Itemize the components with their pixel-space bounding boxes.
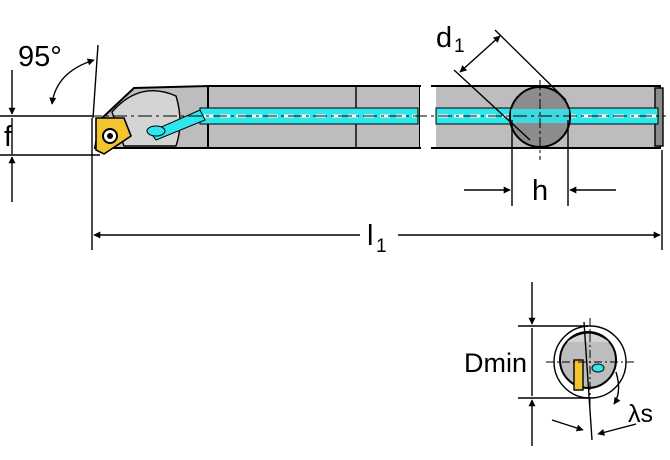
l1-label: l <box>367 220 373 252</box>
d1-label: d <box>436 22 452 54</box>
d1-arrow <box>459 35 501 73</box>
lambda-arrow-right <box>597 423 637 436</box>
end-view-flat <box>565 332 611 343</box>
lambda-label: λs <box>628 400 653 428</box>
end-view <box>546 318 636 441</box>
angle-ref-line <box>92 44 99 119</box>
insert-screw-center <box>107 133 113 139</box>
dmin-label: Dmin <box>464 348 527 378</box>
lambda-arrow-left <box>551 419 584 432</box>
angle-label: 95° <box>18 41 62 73</box>
d1-ext-line <box>494 29 567 101</box>
end-view-coolant <box>591 363 605 373</box>
f-label: f <box>4 121 13 153</box>
lambda-ref-line <box>583 321 593 441</box>
end-view-dimensions <box>518 282 637 446</box>
shank-white-cover <box>420 87 436 147</box>
h-label: h <box>532 175 548 207</box>
end-view-insert <box>573 359 584 391</box>
d1-ext-line-2 <box>453 69 531 141</box>
lambda-arc <box>613 371 621 405</box>
d1-subscript: 1 <box>454 36 465 57</box>
side-view <box>88 80 666 160</box>
angle-arc <box>49 58 95 105</box>
coolant-outlet <box>146 125 166 137</box>
dimensions <box>0 29 663 250</box>
l1-subscript: 1 <box>376 236 387 257</box>
